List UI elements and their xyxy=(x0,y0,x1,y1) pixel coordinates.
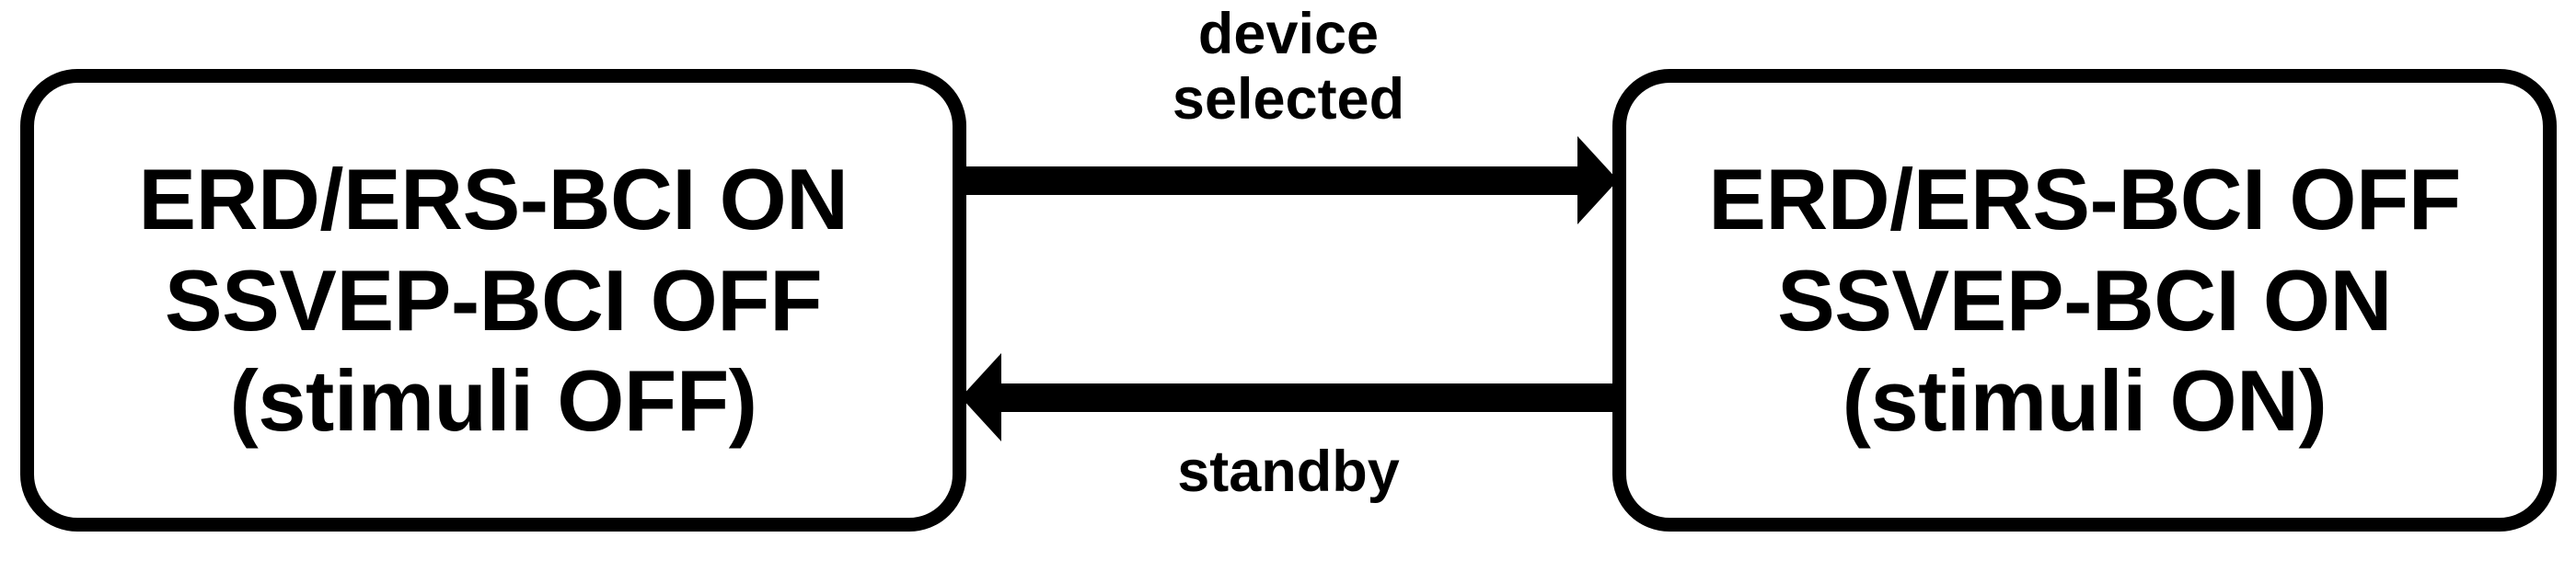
state-label-line-2: SSVEP-BCI OFF xyxy=(164,251,823,349)
state-label-line-1: ERD/ERS-BCI ON xyxy=(138,150,849,247)
arrow-head-right-icon xyxy=(1577,136,1618,224)
transition-label-forward: device selected xyxy=(1022,2,1555,132)
arrow-head-left-icon xyxy=(961,353,1001,441)
transition-arrow-back xyxy=(961,353,1616,441)
state-box-erd-ers-active: ERD/ERS-BCI ON SSVEP-BCI OFF (stimuli OF… xyxy=(20,69,966,532)
transition-arrow-forward xyxy=(965,136,1618,224)
state-label-line-2: SSVEP-BCI ON xyxy=(1777,251,2392,349)
state-box-ssvep-active: ERD/ERS-BCI OFF SSVEP-BCI ON (stimuli ON… xyxy=(1612,69,2557,532)
transition-label-forward-line-2: selected xyxy=(1172,66,1405,132)
state-label-line-1: ERD/ERS-BCI OFF xyxy=(1708,150,2461,247)
state-label-line-3: (stimuli OFF) xyxy=(229,352,757,450)
arrow-shaft xyxy=(999,383,1616,412)
transition-label-back-line-1: standby xyxy=(1177,440,1400,504)
transition-label-back: standby xyxy=(1022,440,1555,505)
state-label-line-3: (stimuli ON) xyxy=(1842,352,2328,450)
arrow-shaft xyxy=(965,166,1579,195)
transition-label-forward-line-1: device xyxy=(1197,2,1380,66)
